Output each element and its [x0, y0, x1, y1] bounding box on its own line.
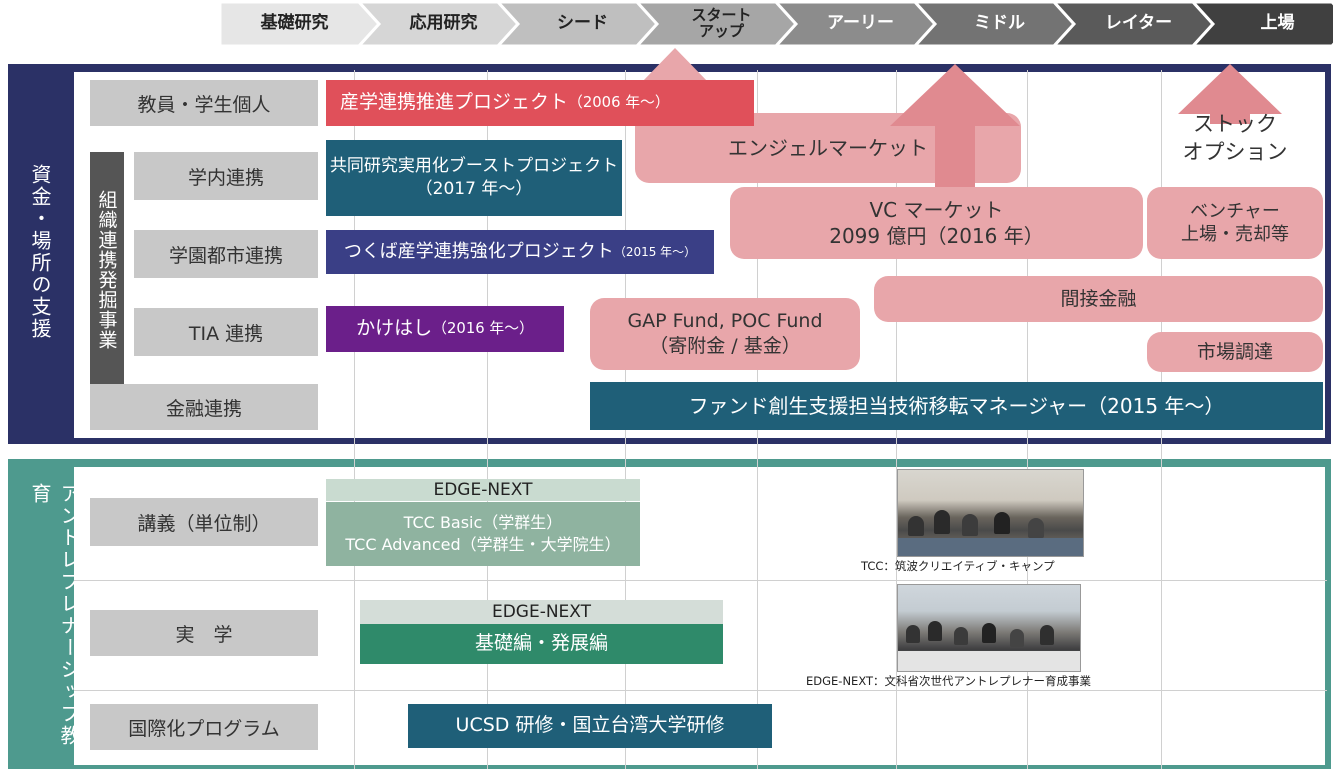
row-label-individual: 教員・学生個人 [90, 80, 318, 126]
vc-up-arrow [890, 64, 1020, 194]
vc-market: VC マーケット 2099 億円（2016 年） [730, 187, 1143, 259]
stage-label: 上場 [1260, 13, 1295, 34]
program-sangaku-sub: （2006 年〜） [568, 94, 670, 111]
program-boost-title: 共同研究実用化ブーストプロジェクト [329, 156, 619, 177]
row-label-campus: 学内連携 [134, 152, 318, 200]
vc-market-title: VC マーケット [869, 198, 1004, 222]
program-tsukuba-sub: （2015 年〜） [613, 244, 697, 259]
stage-label: ミドル [974, 13, 1025, 34]
indirect-finance: 間接金融 [874, 276, 1323, 322]
program-kakehashi-title: かけはし [356, 317, 433, 340]
program-tsukuba: つくば産学連携強化プロジェクト（2015 年〜） [326, 230, 714, 274]
tcc-basic: TCC Basic（学群生） [403, 513, 563, 533]
program-kakehashi: かけはし（2016 年〜） [326, 306, 564, 352]
program-boost-sub: （2017 年〜） [415, 179, 533, 199]
startup-up-arrow [642, 48, 708, 88]
gap-fund: GAP Fund, POC Fund （寄附金 / 基金） [590, 298, 860, 370]
stage-label: アーリー [827, 13, 894, 34]
venture-exit: ベンチャー 上場・売却等 [1147, 187, 1323, 259]
edge-next-lecture-header: EDGE-NEXT [326, 479, 640, 501]
edge-next-jitsugaku-header: EDGE-NEXT [360, 600, 723, 624]
stage-label: スタート アップ [691, 6, 752, 40]
tcc-photo [897, 469, 1084, 557]
market-raise: 市場調達 [1147, 332, 1323, 372]
vc-market-sub: 2099 億円（2016 年） [829, 224, 1044, 248]
tcc-advanced: TCC Advanced（学群生・大学院生） [345, 535, 621, 554]
edge-next-photo [897, 584, 1081, 672]
program-sangaku-title: 産学連携推進プロジェクト [340, 91, 569, 114]
row-label-jitsugaku: 実 学 [90, 610, 318, 656]
row-label-lecture: 講義（単位制） [90, 498, 318, 546]
stage-label: シード [557, 13, 608, 34]
stage-label: レイター [1104, 13, 1173, 34]
row-label-city: 学園都市連携 [134, 230, 318, 278]
listing-up-arrow [1178, 64, 1282, 124]
program-ucsd: UCSD 研修・国立台湾大学研修 [408, 704, 772, 748]
grid-line [487, 70, 488, 769]
stage-label: 基礎研究 [260, 13, 329, 34]
stage-arrow [1189, 0, 1333, 48]
program-fund-manager: ファンド創生支援担当技術移転マネージャー（2015 年〜） [590, 382, 1323, 430]
row-label-finance: 金融連携 [90, 384, 318, 430]
program-kakehashi-sub: （2016 年〜） [432, 320, 534, 337]
program-tsukuba-title: つくば産学連携強化プロジェクト [343, 240, 614, 262]
edge-next-caption: EDGE-NEXT：文科省次世代アントレプレナー育成事業 [806, 674, 1092, 688]
section-title-funding: 資金・場所の支援 [28, 164, 52, 340]
tcc-caption: TCC：筑波クリエイティブ・キャンプ [861, 559, 1055, 573]
gap-fund-sub: （寄附金 / 基金） [649, 335, 801, 357]
grid-line [354, 70, 355, 769]
stage-arrows [218, 0, 1333, 48]
stock-option-label: ストック オプション [1182, 112, 1288, 165]
row-label-intl: 国際化プログラム [90, 704, 318, 750]
row-label-tia: TIA 連携 [134, 308, 318, 356]
edge-next-lecture: TCC Basic（学群生） TCC Advanced（学群生・大学院生） [326, 502, 640, 566]
gap-fund-title: GAP Fund, POC Fund [627, 310, 823, 333]
program-sangaku: 産学連携推進プロジェクト（2006 年〜） [326, 80, 754, 126]
row-group-org: 組織連携発掘事業 [90, 152, 124, 388]
edge-next-jitsugaku: 基礎編・発展編 [360, 624, 723, 664]
row-divider [74, 580, 1327, 581]
row-divider [74, 690, 1327, 691]
program-boost: 共同研究実用化ブーストプロジェクト （2017 年〜） [326, 140, 622, 216]
stage-label: 応用研究 [409, 13, 478, 34]
